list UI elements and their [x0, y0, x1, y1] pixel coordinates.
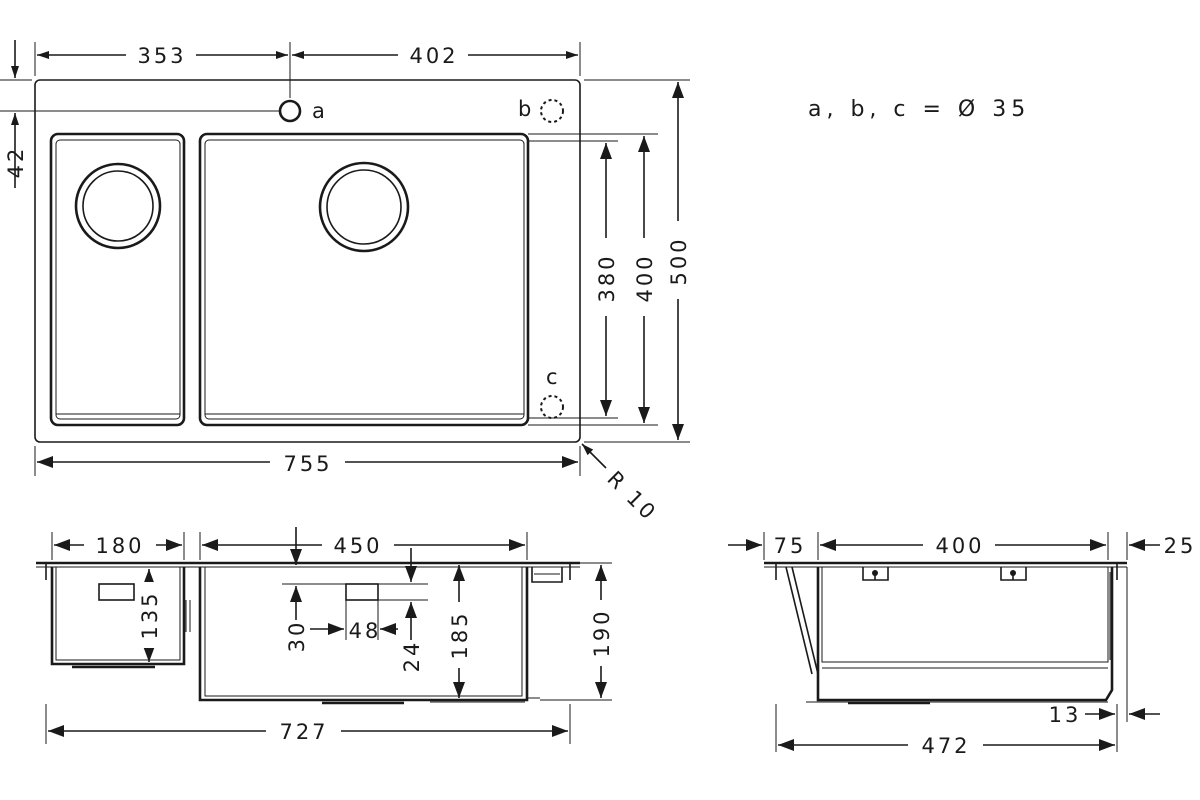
dimension-42 [0, 40, 280, 188]
hole-c-label: c [546, 365, 558, 389]
dimension-755 [34, 446, 581, 476]
diameter-legend: a, b, c = Ø 35 [808, 97, 1030, 122]
hole-a-label: a [312, 99, 325, 123]
dimension-185 [447, 565, 473, 698]
dim-small-bowl-width: 180 [95, 534, 144, 558]
dim-front-overall-width: 727 [279, 720, 328, 744]
dimension-24 [378, 548, 428, 640]
dimension-30 [282, 527, 346, 620]
large-bowl-drain [318, 161, 410, 253]
dimension-180-450 [51, 532, 528, 560]
dim-side-overall-length: 472 [921, 734, 970, 758]
dim-tap-offset: 42 [4, 146, 28, 179]
tap-hole-b [540, 99, 564, 123]
dim-rear-offset: 25 [1164, 534, 1197, 558]
dimension-depths [528, 79, 692, 443]
tap-hole-a [278, 99, 302, 123]
dimension-135 [137, 569, 163, 662]
side-section: 75 400 25 13 472 [728, 532, 1197, 759]
dim-overflow-height: 24 [400, 640, 424, 673]
dim-overall-width: 755 [283, 452, 332, 476]
side-clip-left [862, 567, 889, 581]
radius-leader [581, 443, 607, 469]
small-bowl [49, 132, 186, 427]
dim-small-bowl-depth: 135 [138, 590, 162, 639]
front-small-bowl [50, 567, 191, 669]
dim-large-bowl-depth: 185 [448, 610, 472, 659]
dim-left-to-tap: 353 [137, 44, 186, 68]
front-section: 180 450 135 30 48 24 [36, 527, 615, 745]
side-bowl [816, 567, 1114, 702]
dim-side-bowl-length: 400 [935, 534, 984, 558]
dim-bowl-inner-depth: 380 [595, 253, 619, 302]
dimension-472 [775, 704, 1115, 759]
dim-overall-depth: 500 [667, 236, 691, 285]
large-bowl [198, 132, 530, 427]
front-large-bowl [198, 567, 540, 705]
front-large-overflow [345, 583, 379, 601]
dimension-190 [540, 562, 615, 701]
side-clip-right [1000, 567, 1027, 581]
dim-front-offset: 75 [774, 534, 807, 558]
dim-rear-wall: 13 [1049, 703, 1082, 727]
dim-large-bowl-width: 450 [333, 534, 382, 558]
front-small-overflow [98, 583, 135, 601]
top-view: a b c 353 402 42 [0, 40, 692, 526]
dimension-727 [45, 704, 571, 745]
dim-tap-to-right: 402 [409, 44, 458, 68]
dim-overflow-offset: 30 [285, 620, 309, 653]
dim-overflow-width: 48 [349, 619, 382, 643]
dimension-13 [1085, 567, 1160, 752]
dimension-75-400-25 [728, 532, 1160, 560]
front-rim-clip [531, 567, 563, 583]
dim-bowl-outer-depth: 400 [633, 253, 657, 302]
dim-overall-height: 190 [590, 608, 614, 657]
hole-b-label: b [518, 97, 531, 121]
sink-outline [34, 79, 581, 443]
dimension-48 [310, 600, 398, 640]
dim-corner-radius: R 10 [602, 467, 661, 526]
tap-hole-c [540, 395, 564, 419]
dimension-353-402 [34, 40, 581, 98]
small-bowl-drain [74, 162, 162, 250]
